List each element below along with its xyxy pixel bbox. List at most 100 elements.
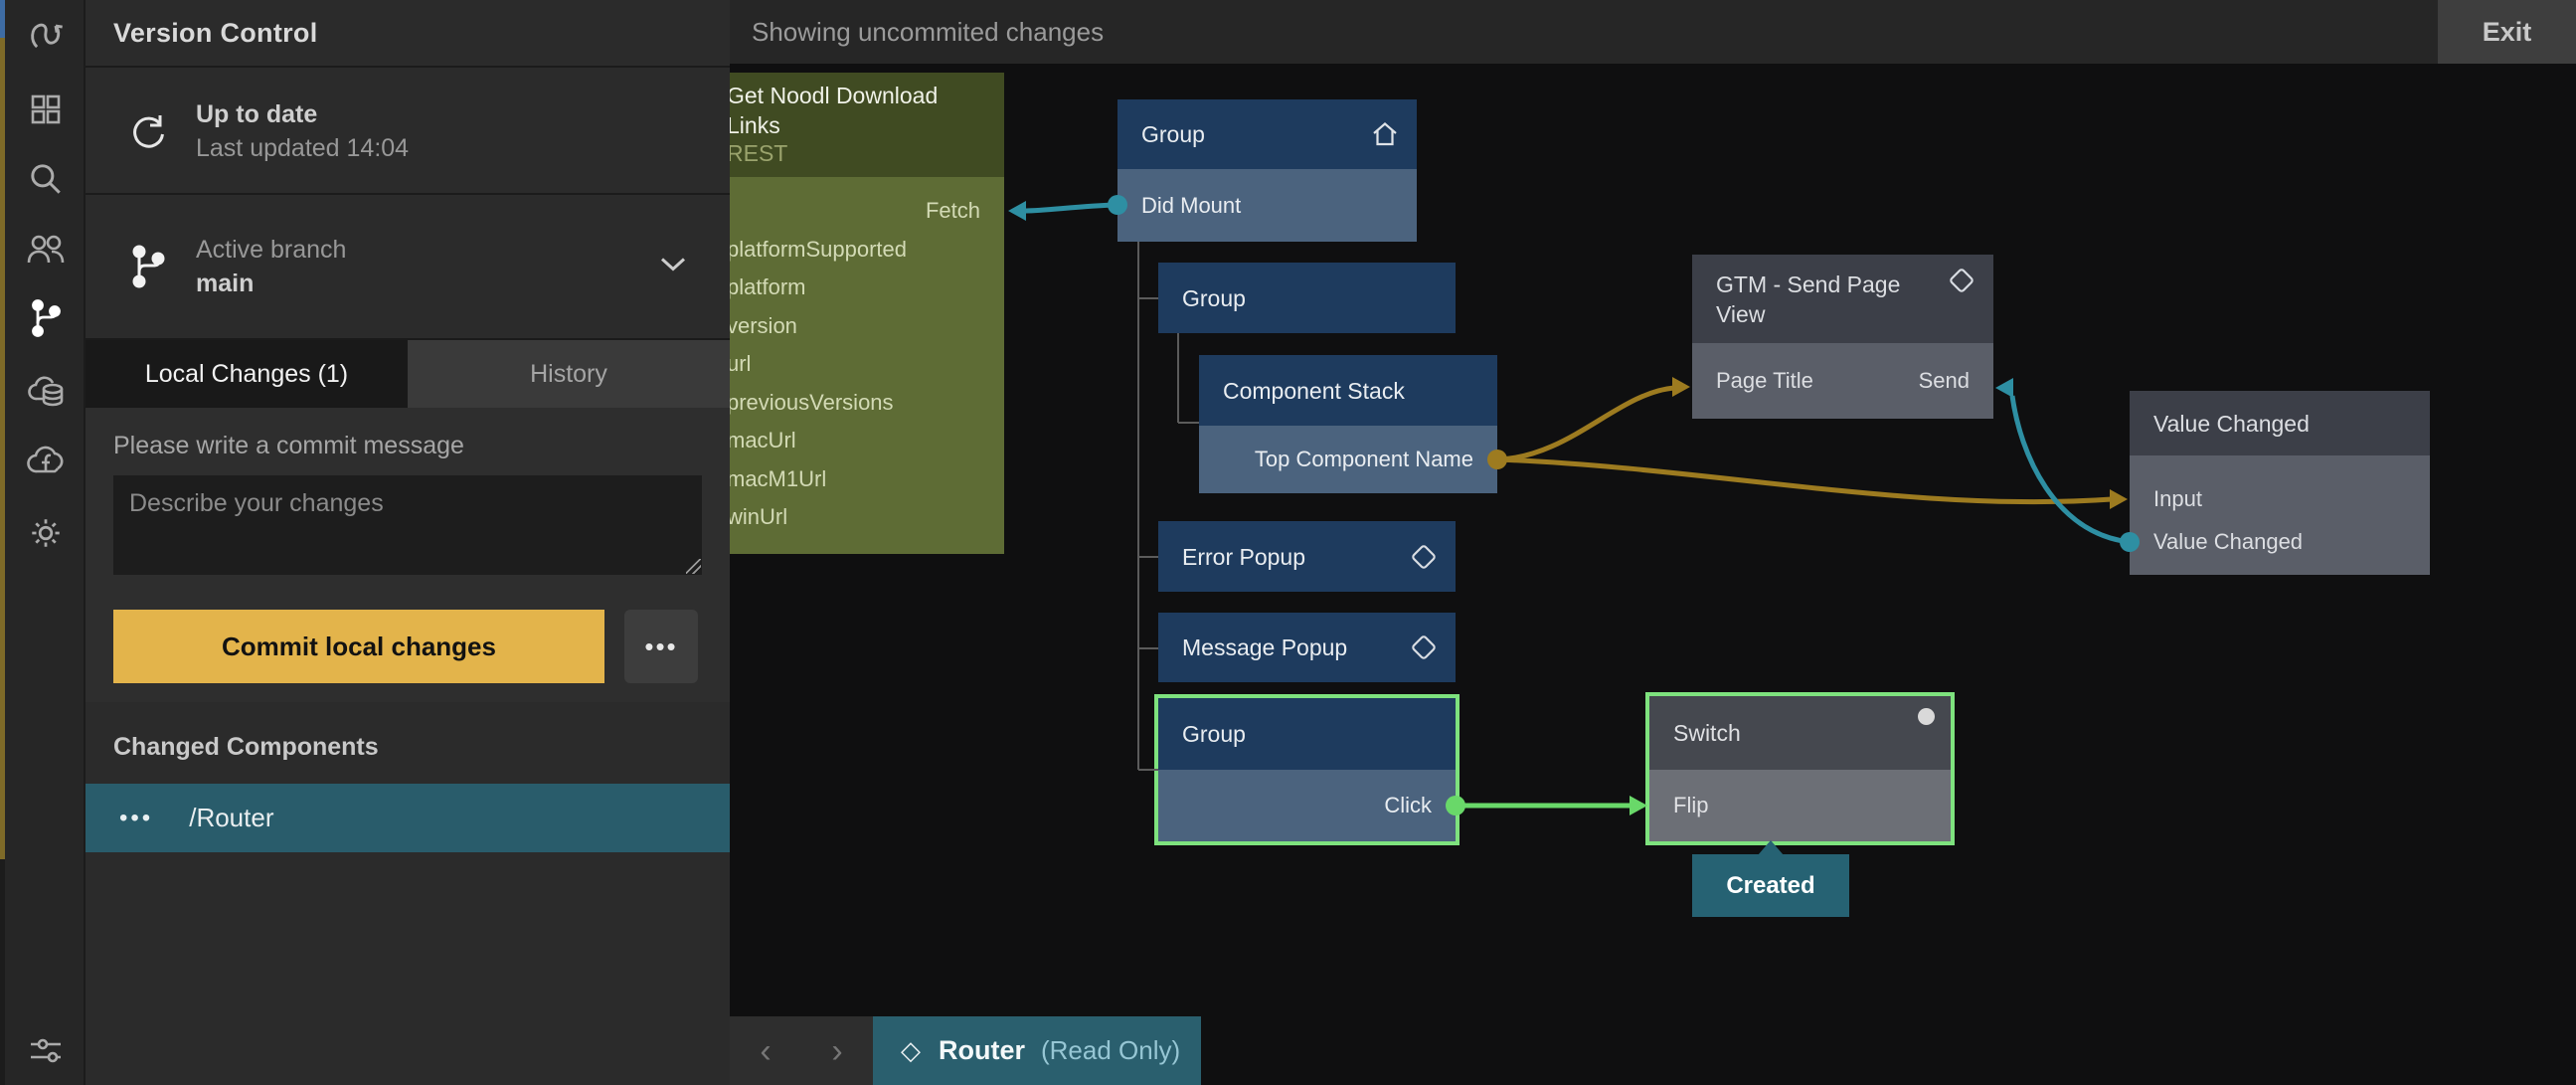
created-tooltip-badge: Created bbox=[1692, 854, 1849, 917]
cloud-data-icon[interactable] bbox=[5, 362, 86, 418]
port-input[interactable]: Input bbox=[2153, 485, 2202, 511]
branch-icon bbox=[125, 243, 173, 290]
port-row[interactable]: Fetch bbox=[730, 192, 1004, 231]
noodl-logo-icon[interactable] bbox=[5, 8, 86, 64]
commit-local-changes-button[interactable]: Commit local changes bbox=[113, 610, 604, 683]
node-title: Group bbox=[1141, 121, 1205, 147]
commit-more-options-button[interactable]: ••• bbox=[624, 610, 698, 683]
home-icon bbox=[1371, 120, 1399, 148]
port-row[interactable]: platform bbox=[730, 269, 1004, 307]
port-did-mount[interactable]: Did Mount bbox=[1141, 192, 1242, 218]
port-previousversions[interactable]: previousVersions bbox=[730, 389, 894, 415]
port-macm1url[interactable]: macM1Url bbox=[730, 465, 827, 491]
send-wire-arrowhead bbox=[1995, 378, 2013, 398]
fetch-wire-arrowhead bbox=[1008, 201, 1026, 221]
settings-gear-icon[interactable] bbox=[5, 505, 86, 561]
port-send[interactable]: Send bbox=[1918, 368, 1970, 393]
ellipsis-icon[interactable]: ••• bbox=[119, 804, 154, 831]
page-title-wire-arrowhead bbox=[1672, 377, 1690, 397]
port-row[interactable]: Did Mount bbox=[1117, 169, 1417, 242]
version-control-icon[interactable] bbox=[5, 290, 86, 346]
fetch-wire[interactable] bbox=[1025, 202, 1118, 214]
node-title: GTM - Send Page View bbox=[1716, 271, 1901, 327]
page-title-wire[interactable] bbox=[1496, 385, 1675, 462]
port-fetch[interactable]: Fetch bbox=[925, 198, 980, 224]
search-icon[interactable] bbox=[5, 151, 86, 207]
created-badge-label: Created bbox=[1726, 871, 1815, 899]
router-component-tab[interactable]: ◇ Router (Read Only) bbox=[873, 1016, 1201, 1085]
node-title: Error Popup bbox=[1182, 543, 1306, 570]
cloud-functions-icon[interactable] bbox=[5, 434, 86, 489]
input-wire-arrowhead bbox=[2110, 489, 2128, 509]
chevron-down-icon[interactable] bbox=[660, 257, 686, 277]
tab-local-changes[interactable]: Local Changes (1) bbox=[86, 340, 408, 408]
port-page-title[interactable]: Page Title bbox=[1716, 368, 1813, 393]
port-top-component-name[interactable]: Top Component Name bbox=[1254, 447, 1473, 471]
nav-forward-button[interactable]: › bbox=[831, 1031, 843, 1070]
window-edge-strip bbox=[0, 0, 5, 1085]
port-row[interactable]: Input bbox=[2130, 477, 2430, 520]
port-row[interactable]: url bbox=[730, 345, 1004, 384]
commit-prompt: Please write a commit message bbox=[113, 432, 464, 459]
port-version[interactable]: version bbox=[730, 312, 797, 338]
input-wire[interactable] bbox=[1496, 456, 2113, 505]
port-flip[interactable]: Flip bbox=[1673, 793, 1709, 817]
port-row[interactable]: previousVersions bbox=[730, 384, 1004, 423]
components-grid-icon[interactable] bbox=[5, 82, 86, 137]
port-url[interactable]: url bbox=[730, 351, 752, 377]
textarea-resize-grip[interactable] bbox=[686, 559, 701, 574]
panel-tabs: Local Changes (1) History bbox=[86, 340, 730, 408]
port-platformsupported[interactable]: platformSupported bbox=[730, 236, 907, 262]
changed-components-list: ••• /Router bbox=[86, 784, 730, 852]
sync-status-text: Up to date Last updated 14:04 bbox=[196, 97, 409, 165]
port-row[interactable]: version bbox=[730, 307, 1004, 346]
port-row[interactable]: Page Title Send bbox=[1692, 343, 1993, 419]
node-message-popup[interactable]: Message Popup bbox=[1158, 613, 1456, 682]
port-row[interactable]: platformSupported bbox=[730, 231, 1004, 270]
port-row[interactable]: Click bbox=[1158, 770, 1456, 841]
router-tab-label: Router bbox=[939, 1035, 1025, 1065]
node-title: Switch bbox=[1673, 720, 1741, 746]
port-macurl[interactable]: macUrl bbox=[730, 428, 796, 453]
exit-button[interactable]: Exit bbox=[2438, 0, 2576, 64]
port-row[interactable]: Top Component Name bbox=[1199, 426, 1497, 493]
send-wire[interactable] bbox=[2009, 395, 2131, 545]
refresh-icon[interactable] bbox=[125, 109, 173, 153]
port-click[interactable]: Click bbox=[1384, 793, 1432, 817]
port-row[interactable]: macUrl bbox=[730, 422, 1004, 460]
diamond-icon bbox=[1410, 543, 1438, 571]
collaborators-icon[interactable] bbox=[5, 221, 86, 276]
nav-back-button[interactable]: ‹ bbox=[760, 1031, 772, 1070]
port-row[interactable]: macM1Url bbox=[730, 460, 1004, 499]
port-row[interactable]: Value Changed bbox=[2130, 520, 2430, 563]
node-error-popup[interactable]: Error Popup bbox=[1158, 521, 1456, 592]
changed-components-heading: Changed Components bbox=[113, 733, 379, 761]
commit-message-input[interactable] bbox=[113, 475, 702, 575]
node-group-2[interactable]: Group bbox=[1158, 263, 1456, 333]
node-subtitle: REST bbox=[730, 140, 788, 166]
tab-history[interactable]: History bbox=[408, 340, 730, 408]
changed-component-router[interactable]: ••• /Router bbox=[86, 784, 730, 852]
port-row[interactable]: winUrl bbox=[730, 498, 1004, 537]
filter-sliders-icon[interactable] bbox=[5, 1022, 86, 1078]
sync-status-section[interactable]: Up to date Last updated 14:04 bbox=[86, 70, 730, 195]
node-title: Component Stack bbox=[1223, 377, 1405, 404]
branch-label: Active branch bbox=[196, 236, 347, 264]
click-flip-wire-arrowhead bbox=[1630, 796, 1647, 815]
port-winurl[interactable]: winUrl bbox=[730, 504, 788, 530]
diamond-icon bbox=[1410, 633, 1438, 661]
active-branch-section[interactable]: Active branch main bbox=[86, 195, 730, 340]
port-platform[interactable]: platform bbox=[730, 274, 806, 300]
panel-header: Version Control bbox=[86, 0, 730, 68]
port-row[interactable]: Flip bbox=[1649, 770, 1951, 841]
port-value-changed[interactable]: Value Changed bbox=[2153, 528, 2304, 554]
